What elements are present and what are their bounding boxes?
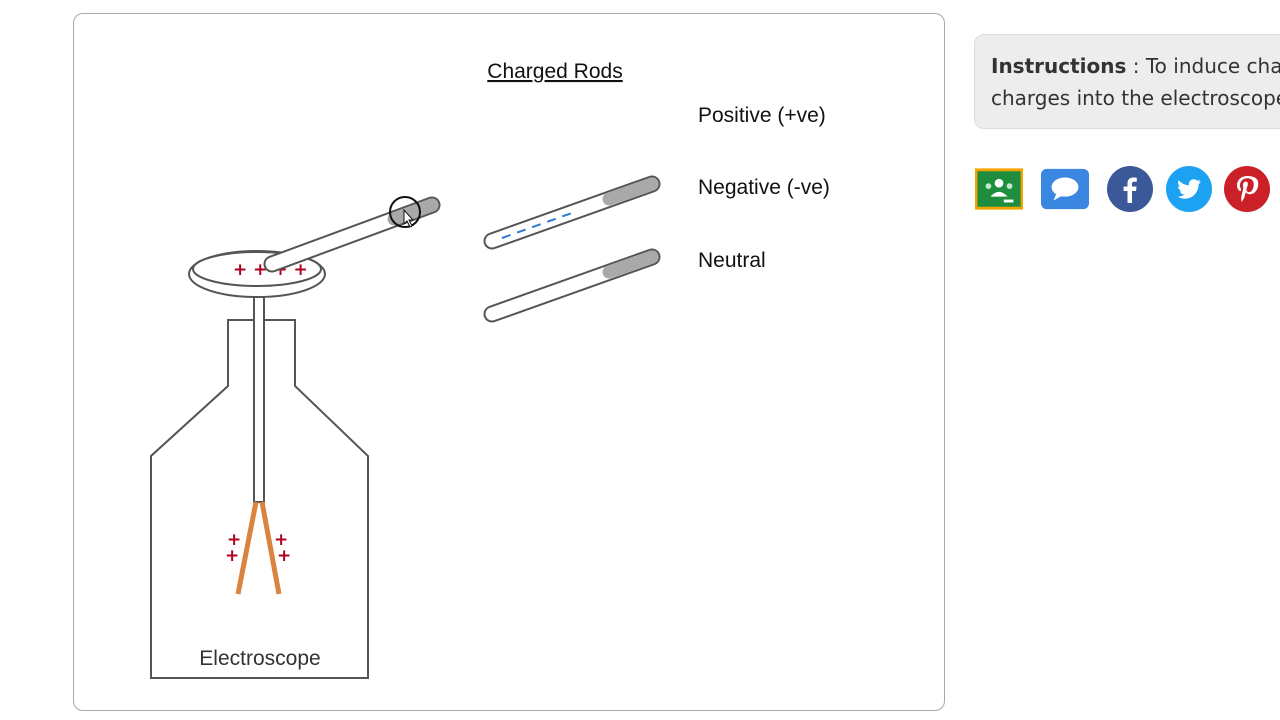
instructions-box: Instructions : To induce charges, bring … [974, 34, 1280, 129]
simulation-panel: Charged Rods Positive (+ve) Negative (-v… [73, 13, 945, 711]
leaf-charge: + [277, 546, 291, 566]
instructions-text: To induce charges, bring the charged rod… [1145, 54, 1280, 78]
neutral-rod-label: Neutral [698, 249, 766, 272]
instructions-label: Instructions [991, 54, 1127, 78]
electroscope-stem [253, 296, 265, 503]
google-classroom-icon [975, 168, 1023, 210]
positive-rod-label: Positive (+ve) [698, 104, 826, 127]
instructions-line-2: charges into the electroscope [991, 86, 1280, 110]
leaf-charge: + [225, 546, 239, 566]
leaf-charge: + [227, 530, 241, 550]
electroscope-jar [150, 319, 369, 679]
chat-share-button[interactable] [1041, 167, 1089, 211]
electroscope-simulation: Charged Rods Positive (+ve) Negative (-v… [150, 60, 830, 679]
instructions-line-1: Instructions : To induce charges, bring … [991, 50, 1280, 82]
electroscope-label: Electroscope [199, 647, 320, 670]
drag-cursor [389, 196, 421, 228]
twitter-icon [1166, 166, 1212, 212]
rods-title: Charged Rods [487, 60, 622, 83]
facebook-icon [1107, 166, 1153, 212]
right-leaf [259, 501, 282, 595]
negative-rod[interactable] [483, 175, 661, 250]
left-leaf [235, 501, 259, 595]
chat-bubble-icon [1041, 168, 1089, 210]
pinterest-icon [1224, 166, 1270, 212]
pinterest-share-button[interactable] [1223, 166, 1271, 212]
negative-rod-label: Negative (-ve) [698, 176, 830, 199]
leaf-charge: + [274, 530, 288, 550]
facebook-share-button[interactable] [1106, 166, 1154, 212]
twitter-share-button[interactable] [1165, 166, 1213, 212]
google-classroom-button[interactable] [975, 167, 1023, 211]
neutral-rod[interactable] [483, 248, 661, 323]
pointer-icon [403, 208, 415, 228]
